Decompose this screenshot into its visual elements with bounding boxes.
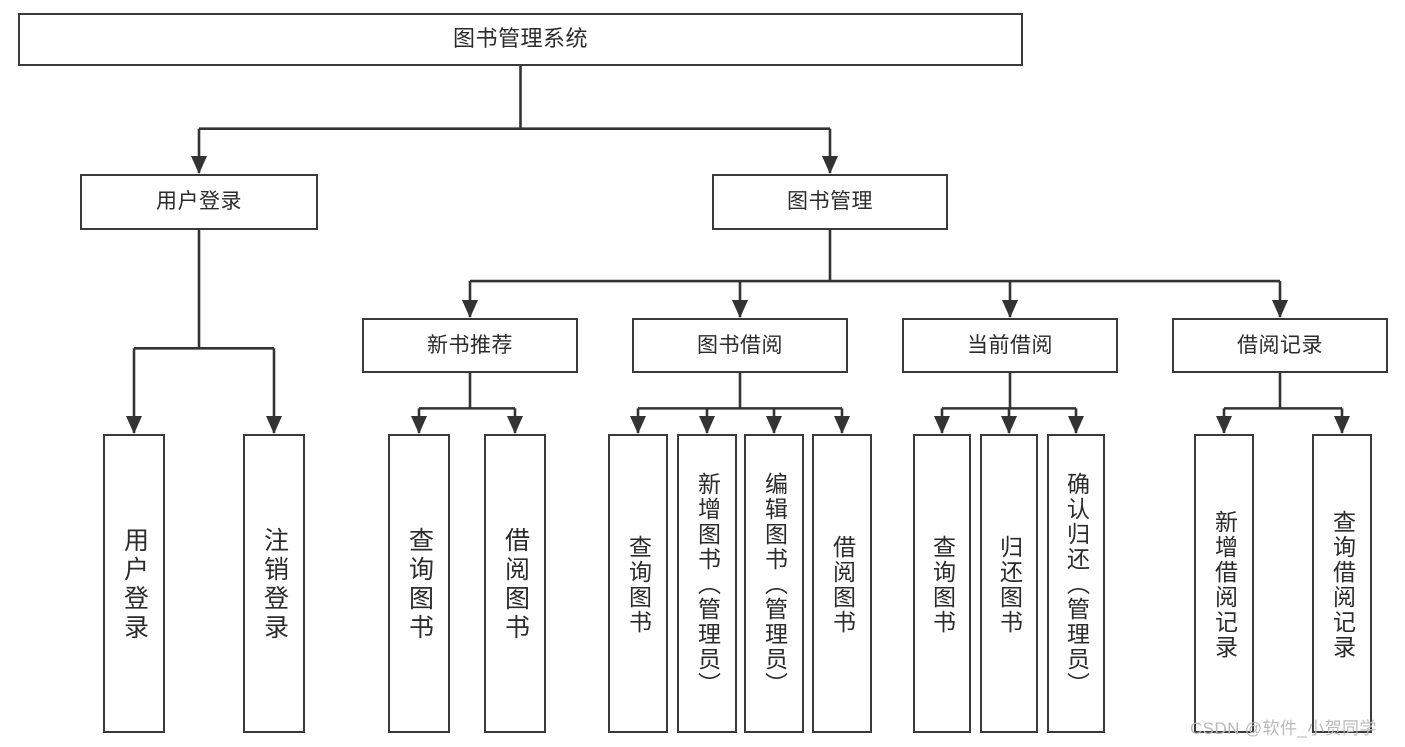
- node-leaf-query-book-2[interactable]: 查询图书: [608, 434, 668, 733]
- node-leaf-add-record[interactable]: 新增借阅记录: [1194, 434, 1254, 733]
- node-label: 注销登录: [260, 526, 289, 643]
- node-leaf-query-book-3[interactable]: 查询图书: [913, 434, 971, 733]
- node-label: 借阅图书: [829, 534, 856, 635]
- node-label: 当前借阅: [967, 333, 1053, 357]
- node-new-book-rec[interactable]: 新书推荐: [362, 318, 578, 373]
- node-label: 归还图书: [996, 534, 1023, 635]
- node-leaf-borrow-book-1[interactable]: 借阅图书: [484, 434, 546, 733]
- watermark: CSDN @软件_小贺同学: [1190, 719, 1377, 738]
- node-label: 查询图书: [929, 534, 956, 635]
- node-label: 借阅记录: [1237, 333, 1323, 357]
- node-leaf-confirm-return[interactable]: 确认归还（管理员）: [1047, 434, 1105, 733]
- node-label: 新增借阅记录: [1211, 509, 1238, 660]
- node-borrow-record[interactable]: 借阅记录: [1172, 318, 1388, 373]
- node-label: 用户登录: [120, 526, 149, 643]
- node-leaf-user-logout[interactable]: 注销登录: [243, 434, 305, 733]
- node-label: 编辑图书（管理员）: [761, 472, 788, 697]
- node-current-borrow[interactable]: 当前借阅: [902, 318, 1118, 373]
- node-label: 新增图书（管理员）: [694, 472, 721, 697]
- node-label: 用户登录: [156, 190, 242, 214]
- node-label: 查询图书: [405, 526, 434, 643]
- node-leaf-user-login[interactable]: 用户登录: [103, 434, 165, 733]
- node-label: 新书推荐: [427, 333, 513, 357]
- node-leaf-query-record[interactable]: 查询借阅记录: [1312, 434, 1372, 733]
- node-label: 图书管理系统: [452, 26, 588, 52]
- node-leaf-add-book[interactable]: 新增图书（管理员）: [677, 434, 737, 733]
- node-leaf-query-book-1[interactable]: 查询图书: [388, 434, 450, 733]
- node-label: 图书借阅: [697, 333, 783, 357]
- node-label: 借阅图书: [501, 526, 530, 643]
- node-root[interactable]: 图书管理系统: [18, 13, 1023, 66]
- node-book-manage[interactable]: 图书管理: [712, 174, 948, 230]
- node-leaf-edit-book[interactable]: 编辑图书（管理员）: [744, 434, 804, 733]
- node-label: 确认归还（管理员）: [1063, 472, 1090, 697]
- node-leaf-return-book[interactable]: 归还图书: [980, 434, 1038, 733]
- node-leaf-borrow-book-2[interactable]: 借阅图书: [812, 434, 872, 733]
- node-book-borrow[interactable]: 图书借阅: [632, 318, 848, 373]
- node-label: 图书管理: [787, 190, 873, 214]
- node-user-login[interactable]: 用户登录: [80, 174, 318, 230]
- node-label: 查询图书: [625, 534, 652, 635]
- node-label: 查询借阅记录: [1329, 509, 1356, 660]
